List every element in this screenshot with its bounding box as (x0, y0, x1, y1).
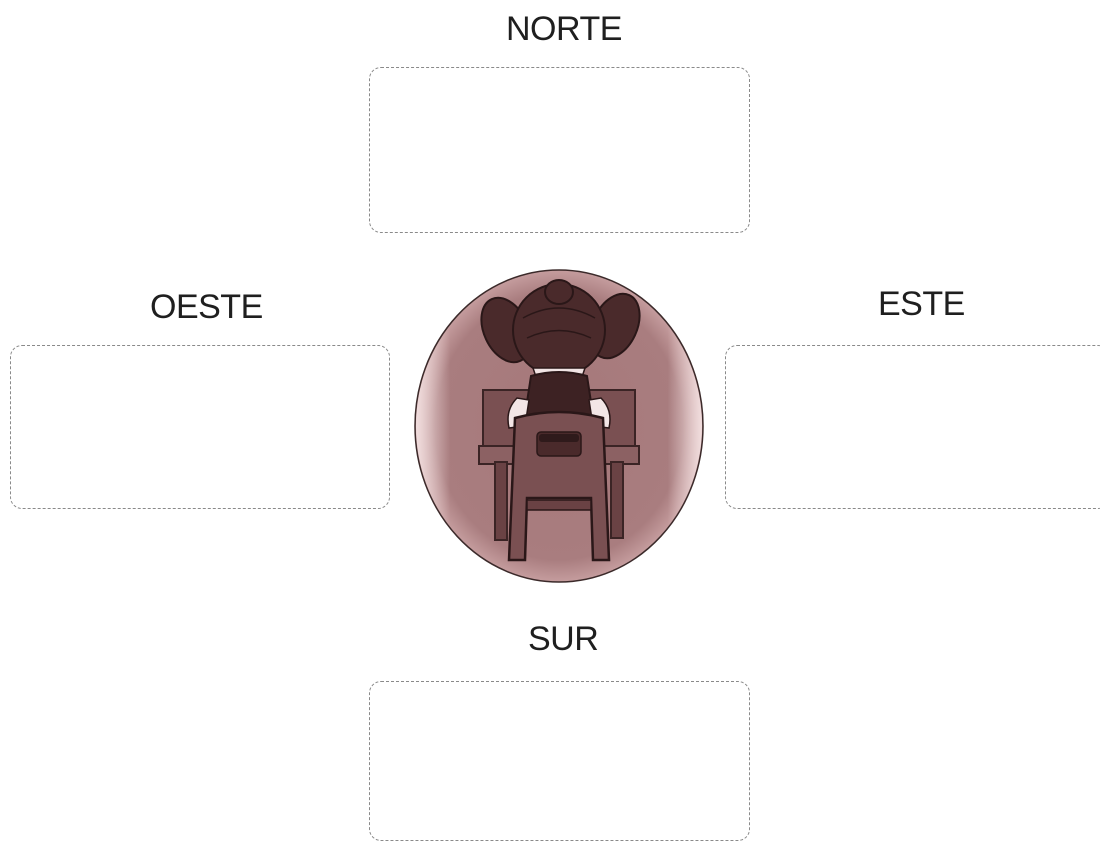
girl-at-desk-icon (414, 269, 704, 583)
answer-box-south[interactable] (369, 681, 750, 841)
answer-box-east[interactable] (725, 345, 1100, 509)
label-west: OESTE (150, 288, 263, 326)
label-north: NORTE (506, 10, 622, 48)
answer-box-north[interactable] (369, 67, 750, 233)
girl-at-desk-illustration (413, 268, 706, 584)
label-south: SUR (528, 620, 599, 658)
answer-box-west[interactable] (10, 345, 390, 509)
label-east: ESTE (878, 285, 965, 323)
